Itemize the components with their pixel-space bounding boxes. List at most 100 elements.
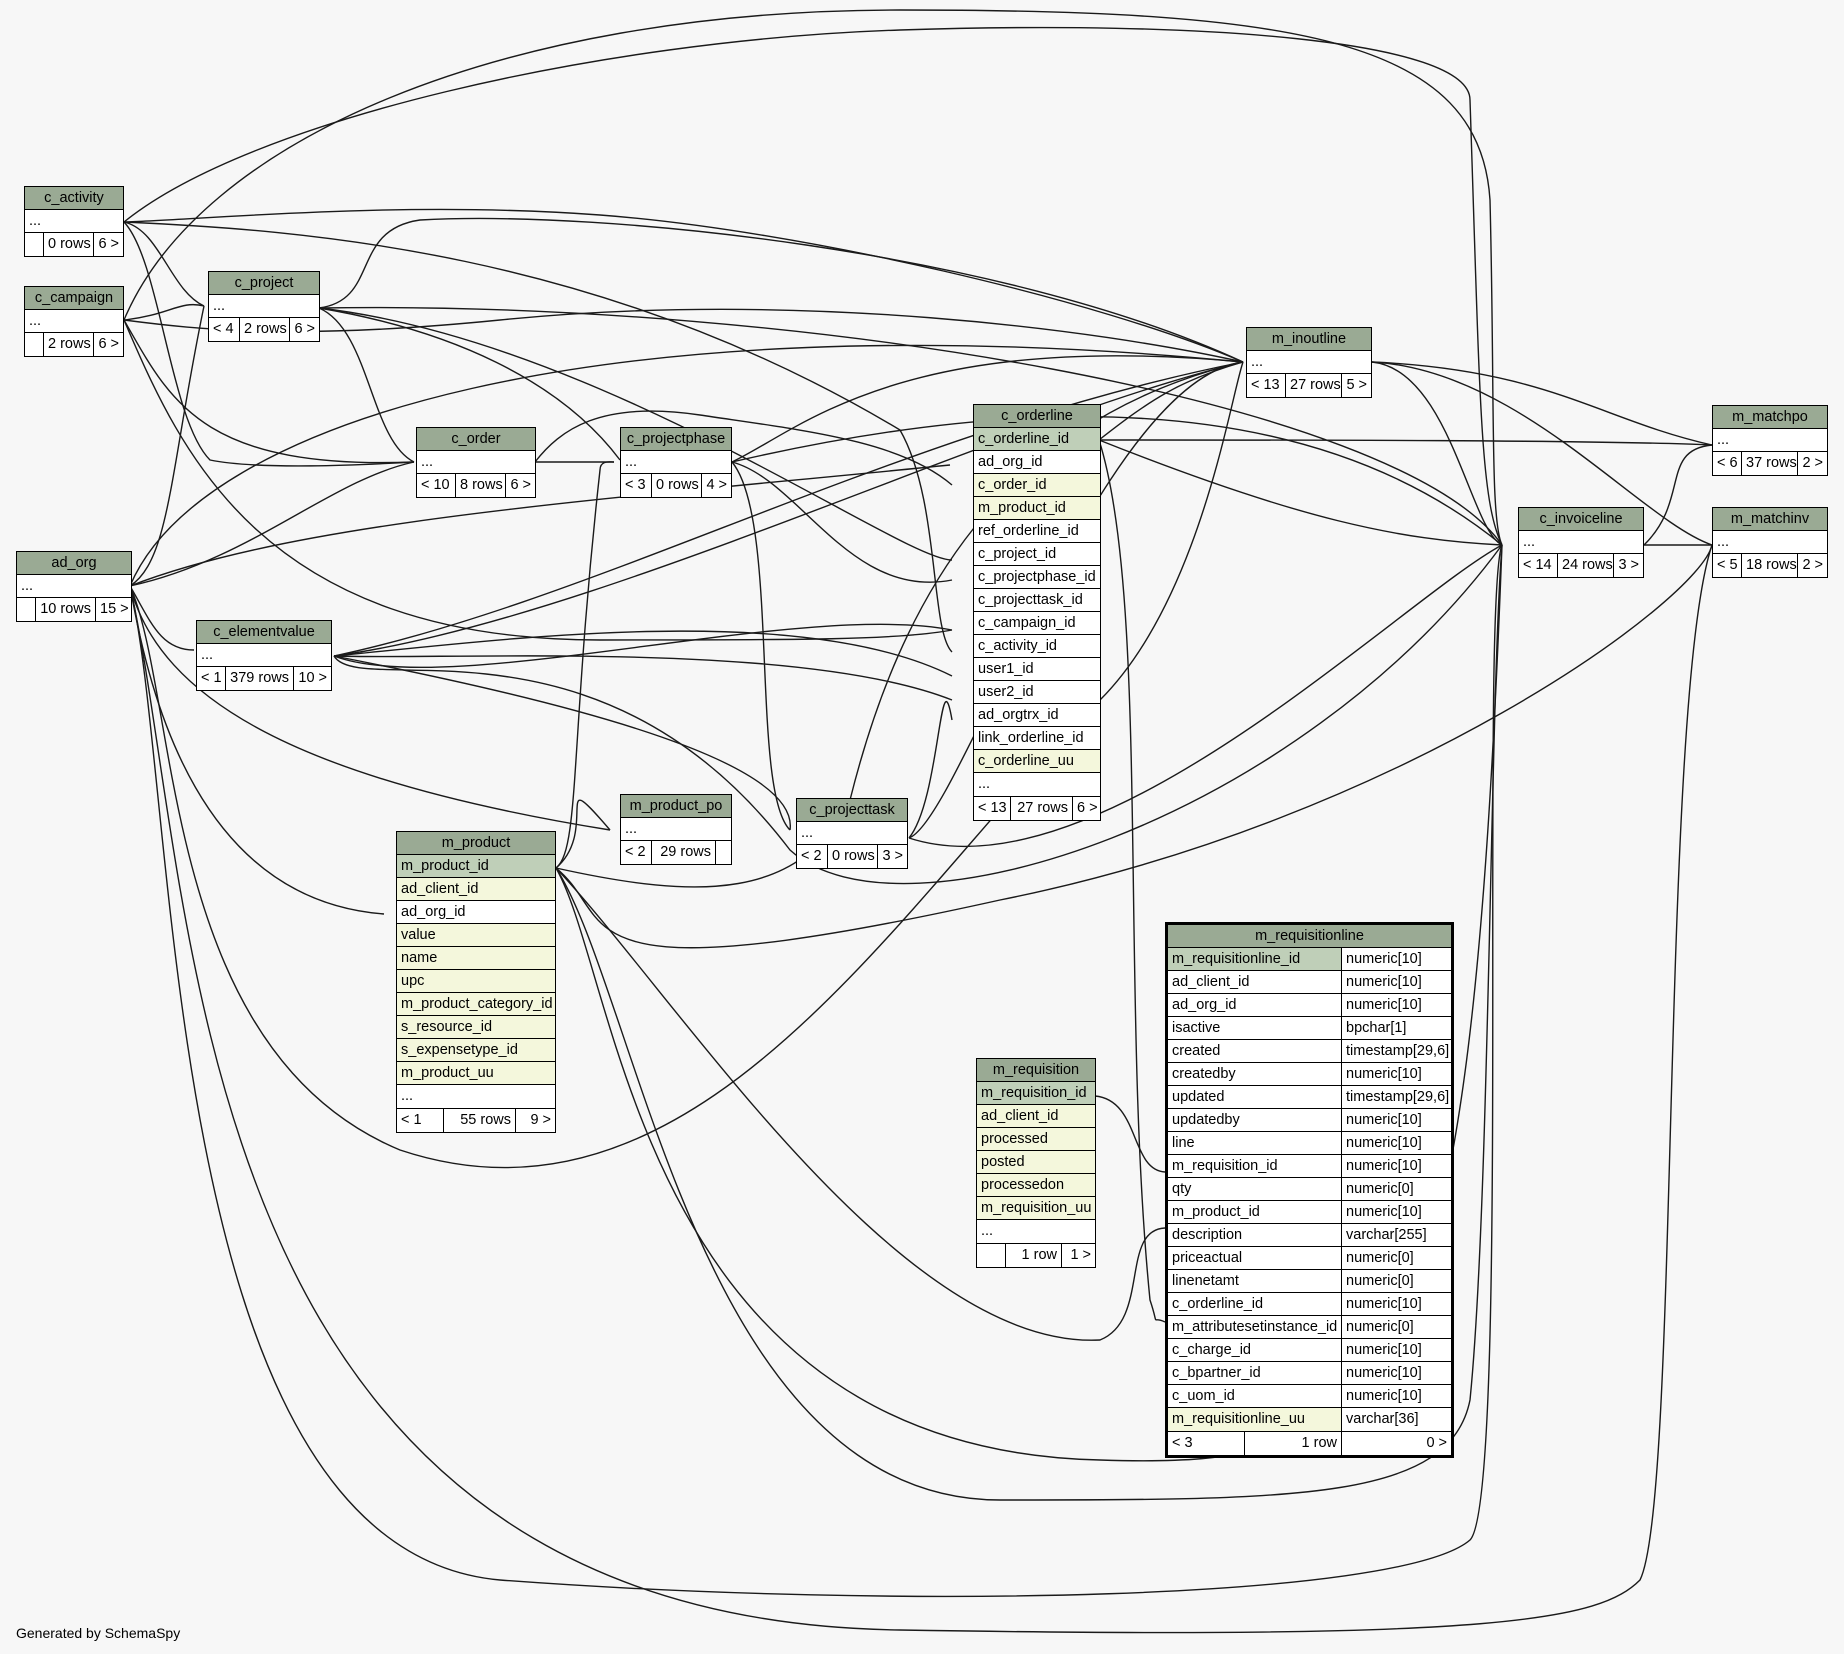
- relationship-line: [731, 355, 1244, 463]
- column-name: m_product_id: [978, 500, 1066, 516]
- column-row: m_product_uu: [397, 1062, 555, 1085]
- table-title: m_product: [397, 832, 555, 855]
- relationship-line: [129, 344, 1244, 587]
- relationship-line: [129, 585, 611, 831]
- column-row: ...: [621, 451, 731, 474]
- column-row: s_expensetype_id: [397, 1039, 555, 1062]
- relationship-line: [333, 630, 953, 677]
- relationship-line: [1643, 444, 1713, 546]
- table-c-invoiceline[interactable]: c_invoiceline ... < 14 24 rows 3 >: [1518, 507, 1644, 578]
- column-name: s_resource_id: [401, 1019, 493, 1035]
- table-c-order[interactable]: c_order ... < 10 8 rows 6 >: [416, 427, 536, 498]
- table-ad-org[interactable]: ad_org ... 10 rows 15 >: [16, 551, 132, 622]
- table-c-project[interactable]: c_project ... < 4 2 rows 6 >: [208, 271, 320, 342]
- table-title: ad_org: [17, 552, 131, 575]
- column-name: m_product_category_id: [401, 996, 553, 1012]
- column-name: ad_org_id: [978, 454, 1043, 470]
- column-name: c_projectphase_id: [978, 569, 1096, 585]
- table-c-projectphase[interactable]: c_projectphase ... < 3 0 rows 4 >: [620, 427, 732, 498]
- column-type: numeric[0]: [1341, 1316, 1451, 1338]
- table-c-elementvalue[interactable]: c_elementvalue ... < 1 379 rows 10 >: [196, 620, 332, 691]
- relationship-line: [1371, 361, 1713, 446]
- column-row: m_product_id: [974, 497, 1100, 520]
- table-c-projecttask[interactable]: c_projecttask ... < 2 0 rows 3 >: [796, 798, 908, 869]
- relationship-line: [333, 361, 1244, 657]
- column-row: ...: [797, 822, 907, 845]
- relationship-line: [908, 544, 1503, 847]
- table-title: c_project: [209, 272, 319, 295]
- column-name: link_orderline_id: [978, 730, 1084, 746]
- column-name: priceactual: [1172, 1250, 1243, 1266]
- relationship-line: [555, 544, 1503, 1501]
- column-name: s_expensetype_id: [401, 1042, 518, 1058]
- relationship-line: [123, 9, 1503, 546]
- relationship-line: [555, 544, 1503, 1462]
- table-footer: 2 rows 6 >: [25, 333, 123, 356]
- column-name: ad_orgtrx_id: [978, 707, 1059, 723]
- table-m-inoutline[interactable]: m_inoutline ... < 13 27 rows 5 >: [1246, 327, 1372, 398]
- column-name: upc: [401, 973, 425, 989]
- column-name: c_project_id: [978, 546, 1057, 562]
- column-type: numeric[0]: [1341, 1247, 1451, 1269]
- column-row: ...: [397, 1085, 555, 1108]
- column-row: user1_id: [974, 658, 1100, 681]
- column-row: ...: [977, 1220, 1095, 1243]
- column-name: linenetamt: [1172, 1273, 1239, 1289]
- relationship-line: [333, 623, 953, 669]
- relationship-line: [318, 307, 621, 461]
- column-row: m_requisition_uu: [977, 1197, 1095, 1220]
- column-type: numeric[10]: [1341, 994, 1451, 1016]
- column-name: m_product_uu: [401, 1065, 494, 1081]
- column-row: ...: [197, 644, 331, 667]
- table-m-product-po[interactable]: m_product_po ... < 2 29 rows: [620, 794, 732, 865]
- column-type: timestamp[29,6]: [1341, 1086, 1451, 1108]
- column-name: updated: [1172, 1089, 1225, 1105]
- column-name: created: [1172, 1043, 1221, 1059]
- column-row: ...: [621, 818, 731, 841]
- column-name: ad_client_id: [401, 881, 479, 897]
- relationship-line: [318, 306, 1503, 546]
- relationship-line: [731, 461, 953, 583]
- table-c-activity[interactable]: c_activity ... 0 rows 6 >: [24, 186, 124, 257]
- table-m-matchinv[interactable]: m_matchinv ... < 5 18 rows 2 >: [1712, 507, 1828, 578]
- table-title: c_projecttask: [797, 799, 907, 822]
- table-m-matchpo[interactable]: m_matchpo ... < 6 37 rows 2 >: [1712, 405, 1828, 476]
- column-name: c_orderline_uu: [978, 753, 1074, 769]
- table-title: c_order: [417, 428, 535, 451]
- relationship-line: [123, 208, 1244, 363]
- column-name: c_bpartner_id: [1172, 1365, 1261, 1381]
- column-type: numeric[10]: [1341, 1362, 1451, 1384]
- column-type: varchar[255]: [1341, 1224, 1451, 1246]
- relationship-line: [318, 307, 415, 463]
- table-title: c_campaign: [25, 287, 123, 310]
- column-row: ad_client_id: [977, 1105, 1095, 1128]
- column-row: ref_orderline_id: [974, 520, 1100, 543]
- column-row: c_project_id: [974, 543, 1100, 566]
- relationship-line: [1098, 439, 1713, 446]
- column-name: ad_client_id: [1172, 974, 1250, 990]
- column-name: m_product_id: [401, 858, 489, 874]
- column-row: ...: [1713, 531, 1827, 554]
- column-name: line: [1172, 1135, 1195, 1151]
- relationship-line: [534, 410, 953, 486]
- table-c-campaign[interactable]: c_campaign ... 2 rows 6 >: [24, 286, 124, 357]
- column-row: ad_client_id: [397, 878, 555, 901]
- column-name: ad_client_id: [981, 1108, 1059, 1124]
- relationship-line: [1094, 1095, 1166, 1173]
